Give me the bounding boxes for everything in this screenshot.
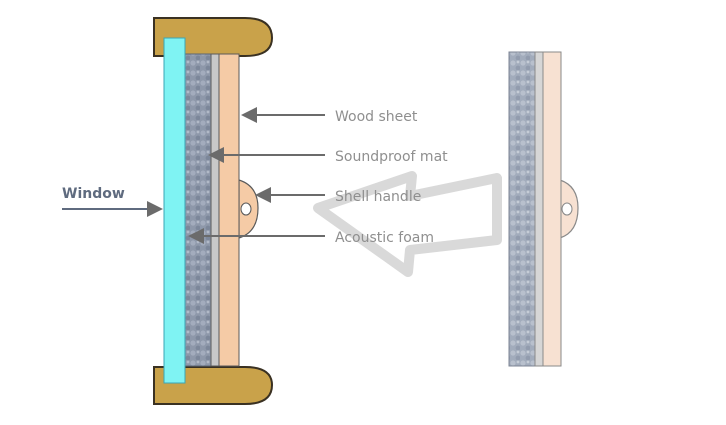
window-label: Window: [62, 186, 125, 202]
soundproof-mat-layer: [210, 53, 220, 367]
wood-sheet-label: Wood sheet: [335, 109, 418, 125]
shell-handle-right-hole: [561, 202, 573, 216]
shell-handle-hole: [240, 202, 252, 216]
acoustic-foam-layer-right: [508, 51, 536, 367]
soundproof-mat-label: Soundproof mat: [335, 149, 448, 165]
soundproof-mat-layer-right: [534, 51, 544, 367]
window-glass: [163, 37, 186, 384]
large-left-arrow-icon: [313, 171, 502, 277]
acoustic-foam-layer: [184, 53, 212, 367]
insert-panel-detached: [508, 51, 579, 367]
wood-sheet-layer: [218, 53, 240, 367]
shell-handle-label: Shell handle: [335, 189, 421, 205]
acoustic-foam-label: Acoustic foam: [335, 230, 434, 246]
wood-sheet-layer-right: [542, 51, 562, 367]
